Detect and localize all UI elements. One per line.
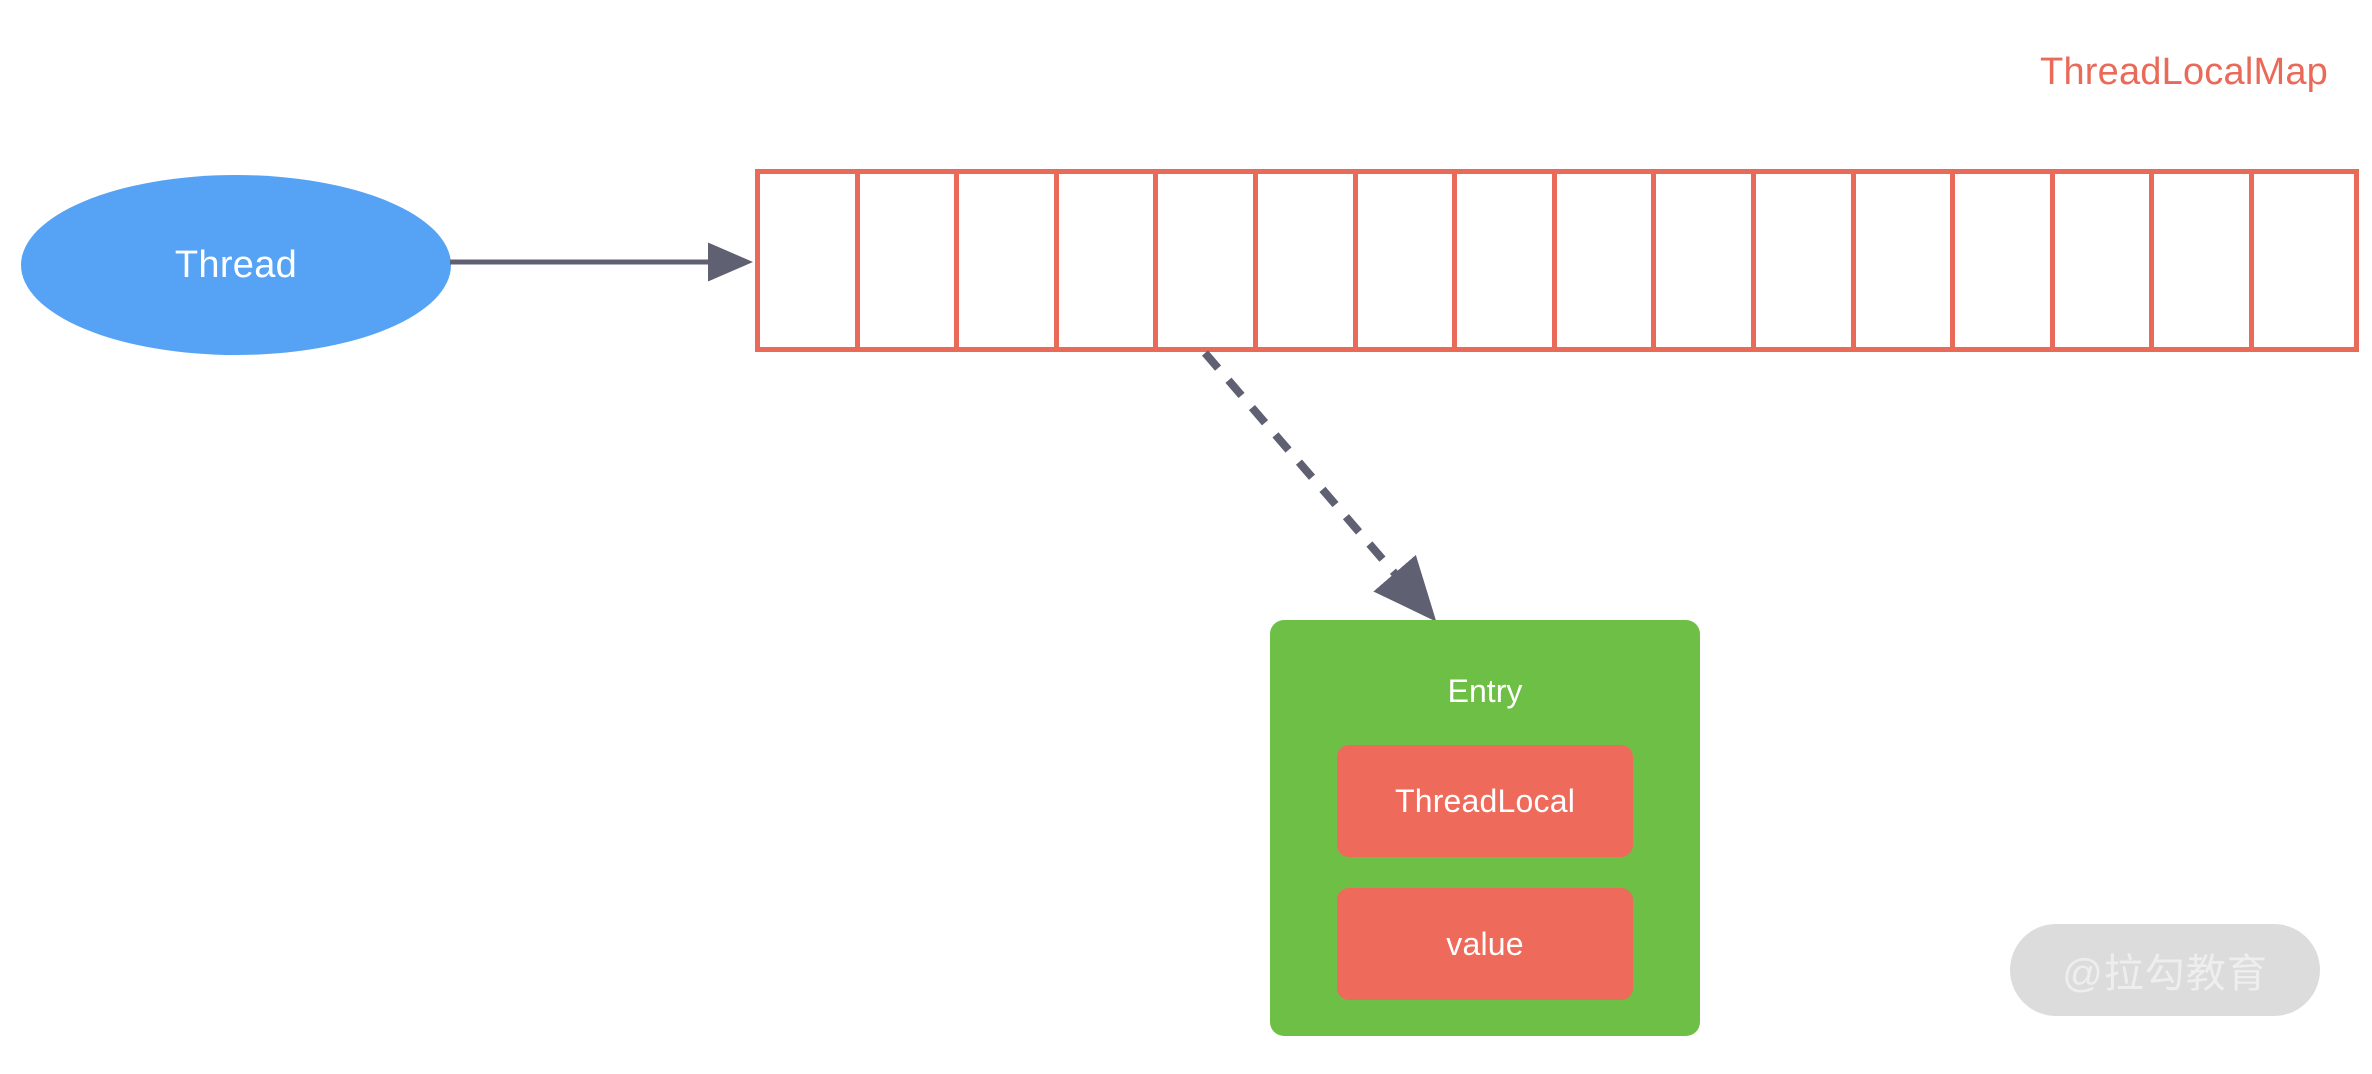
hash-slot[interactable]	[1755, 174, 1856, 347]
watermark-badge: @拉勾教育	[2010, 924, 2320, 1016]
hash-slot[interactable]	[1357, 174, 1458, 347]
hash-slot[interactable]	[2253, 174, 2354, 347]
hash-table	[755, 169, 2359, 352]
page-title: ThreadLocalMap	[2040, 51, 2328, 93]
hash-slot[interactable]	[1457, 174, 1557, 347]
entry-box-title: Entry	[1447, 673, 1523, 709]
entry-field-label: value	[1446, 925, 1524, 962]
entry-field-threadlocal: ThreadLocal	[1337, 745, 1633, 857]
hash-slot[interactable]	[1855, 174, 1956, 347]
hash-slot[interactable]	[1257, 174, 1358, 347]
hash-slot[interactable]	[1158, 174, 1258, 347]
hash-slot[interactable]	[859, 174, 960, 347]
thread-node: Thread	[21, 175, 451, 355]
entry-field-value: value	[1337, 888, 1633, 1000]
thread-node-label: Thread	[174, 243, 298, 286]
hash-slot[interactable]	[760, 174, 860, 347]
slot-to-entry-arrow-icon	[1201, 350, 1437, 622]
hash-slot[interactable]	[1955, 174, 2055, 347]
hash-slot[interactable]	[1556, 174, 1657, 347]
thread-to-map-arrow-icon	[450, 242, 754, 282]
entry-box: Entry ThreadLocal value	[1270, 620, 1700, 1036]
watermark-text: @拉勾教育	[2062, 952, 2268, 996]
entry-field-label: ThreadLocal	[1394, 782, 1576, 819]
hash-slot[interactable]	[2154, 174, 2254, 347]
hash-slot[interactable]	[1656, 174, 1756, 347]
hash-slot[interactable]	[2054, 174, 2155, 347]
hash-slot[interactable]	[1058, 174, 1159, 347]
hash-slot[interactable]	[959, 174, 1059, 347]
